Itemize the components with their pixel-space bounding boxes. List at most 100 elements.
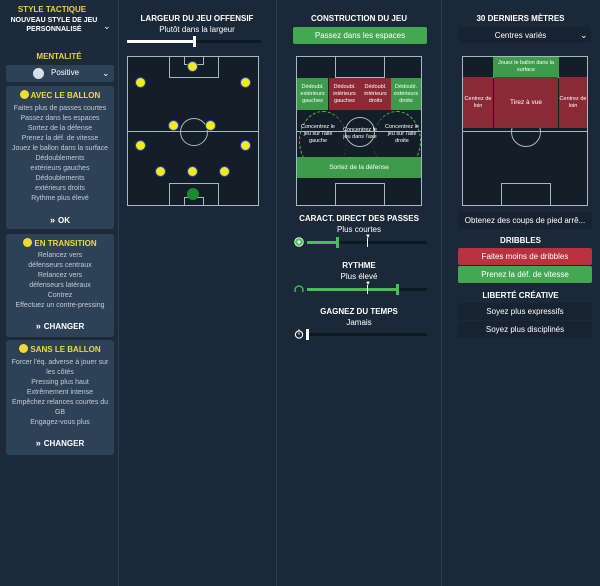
chevron-down-icon[interactable]: ⌄	[580, 30, 588, 40]
slider-handle[interactable]	[336, 237, 339, 248]
zone-label: Concentrez le jeu dans l'axe	[343, 127, 377, 140]
list-item: Rythme plus élevé	[31, 195, 89, 202]
penalty-area	[169, 57, 219, 78]
slider-handle[interactable]	[193, 36, 196, 47]
penalty-area	[335, 183, 385, 205]
zone-focus-left[interactable]: Concentrez le jeu sur l'aile gauche	[299, 117, 337, 151]
slider-handle[interactable]	[306, 329, 309, 340]
zone-play-out-of-defence[interactable]: Sortez de la défense	[297, 157, 421, 178]
dribbling-title: DRIBBLES	[500, 236, 541, 245]
build-up-title: CONSTRUCTION DU JEU	[310, 14, 407, 23]
tactic-style-title: STYLE TACTIQUE	[17, 5, 87, 14]
tempo-title: RYTHME	[342, 261, 376, 270]
time-wasting-title: GAGNEZ DU TEMPS	[320, 307, 398, 316]
out-of-possession-panel: SANS LE BALLON Forcer l'éq. adverse à jo…	[6, 340, 114, 455]
more-expressive-label: Soyez plus expressifs	[486, 307, 564, 316]
zone-overlap-right-inside[interactable]: Dédoubl. intérieurs droits	[360, 78, 391, 110]
shield-icon	[19, 344, 29, 353]
in-possession-ok-button[interactable]: »OK	[6, 215, 114, 225]
slider-handle[interactable]	[396, 284, 399, 295]
list-item: Contrez	[47, 292, 73, 299]
final-third-title: 30 DERNIERS MÈTRES	[476, 14, 565, 23]
player-marker	[155, 166, 166, 177]
player-marker	[187, 61, 198, 72]
in-transition-panel: EN TRANSITION Relancez vers défenseurs c…	[6, 234, 114, 337]
dribble-less-button[interactable]: Faites moins de dribbles	[458, 248, 592, 265]
divider	[441, 0, 442, 586]
divider	[118, 0, 119, 586]
tactics-sidebar: STYLE TACTIQUE NOUVEAU STYLE DE JEU PERS…	[0, 0, 118, 586]
more-disciplined-button[interactable]: Soyez plus disciplinés	[458, 321, 592, 338]
divider	[276, 0, 277, 586]
in-transition-list: Relancez vers défenseurs centraux Relanc…	[6, 251, 114, 311]
attacking-width-title: LARGEUR DU JEU OFFENSIF	[140, 14, 254, 23]
ball-icon	[19, 90, 29, 99]
penalty-area	[335, 57, 385, 78]
mentality-dropdown[interactable]: Positive ⌄	[6, 65, 114, 82]
attacking-width-slider[interactable]	[127, 36, 261, 47]
cube-icon	[33, 68, 44, 79]
in-possession-panel: AVEC LE BALLON Faites plus de passes cou…	[6, 86, 114, 229]
ball-icon	[294, 237, 304, 247]
zone-overlap-left-inside[interactable]: Dédoubl. intérieurs gauches	[329, 78, 360, 110]
crossing-value: Centres variés	[494, 31, 547, 40]
run-at-defence-button[interactable]: Prenez la déf. de vitesse	[458, 266, 592, 283]
tempo-value: Plus élevé	[340, 272, 378, 281]
build-up-pitch: Dédoubl. extérieurs gauches Dédoubl. int…	[296, 56, 422, 206]
zone-focus-centre[interactable]: Concentrez le jeu dans l'axe	[341, 117, 379, 151]
zone-label: Concentrez le jeu sur l'aile droite	[385, 123, 419, 144]
list-item: Dédoublements extérieurs droits	[35, 175, 85, 192]
double-chevron-icon: »	[49, 215, 55, 225]
penalty-area	[169, 183, 219, 205]
tactic-style-selector[interactable]: STYLE TACTIQUE NOUVEAU STYLE DE JEU PERS…	[0, 2, 118, 40]
creative-freedom-title: LIBERTÉ CRÉATIVE	[482, 291, 559, 300]
zone-work-into-box[interactable]: Jouez le ballon dans la surface	[493, 57, 559, 77]
speed-gauge-icon	[294, 285, 304, 293]
player-marker	[187, 166, 198, 177]
tempo-slider[interactable]: ▼	[307, 281, 427, 295]
list-item: Extrêmement intense	[26, 389, 94, 396]
build-up-selected-label: Passez dans les espaces	[314, 31, 406, 40]
zone-early-cross-right[interactable]: Centrez de loin	[559, 77, 587, 128]
goalkeeper-marker	[187, 188, 199, 200]
player-marker	[205, 120, 216, 131]
zone-overlap-right-outside[interactable]: Dédoubl. extérieurs droits	[391, 78, 421, 110]
tactic-style-name: NOUVEAU STYLE DE JEU PERSONNALISÉ	[10, 17, 98, 33]
list-item: Sortez de la défense	[27, 125, 93, 132]
list-item: Faites plus de passes courtes	[13, 105, 107, 112]
out-of-possession-change-button[interactable]: »CHANGER	[6, 438, 114, 448]
ok-label: OK	[58, 216, 70, 225]
zone-early-cross-left[interactable]: Centrez de loin	[463, 77, 493, 128]
zone-shoot-on-sight[interactable]: Tirez à vue	[494, 77, 558, 128]
chevron-down-icon[interactable]: ⌄	[103, 21, 111, 31]
zone-overlap-left-outside[interactable]: Dédoubl. extérieurs gauches	[297, 78, 328, 110]
passing-directness-slider[interactable]: ▼	[307, 234, 427, 248]
zone-label: Dédoubl. extérieurs gauches	[300, 83, 325, 104]
zone-label: Tirez à vue	[510, 99, 542, 106]
double-chevron-icon: »	[35, 321, 41, 331]
zone-focus-right[interactable]: Concentrez le jeu sur l'aile droite	[383, 117, 421, 151]
final-third-pitch: Jouez le ballon dans la surface Centrez …	[462, 56, 588, 206]
zone-label: Centrez de loin	[559, 95, 587, 109]
chevron-down-icon[interactable]: ⌄	[102, 68, 110, 78]
player-marker	[240, 140, 251, 151]
run-at-defence-label: Prenez la déf. de vitesse	[481, 270, 569, 279]
slider-tick	[367, 238, 368, 247]
list-item: Prenez la déf. de vitesse	[21, 135, 99, 142]
player-marker	[135, 140, 146, 151]
crossing-dropdown[interactable]: Centres variés ⌄	[458, 27, 591, 43]
more-expressive-button[interactable]: Soyez plus expressifs	[458, 303, 592, 320]
slider-fill	[127, 40, 194, 43]
in-transition-change-button[interactable]: »CHANGER	[6, 321, 114, 331]
list-item: Relancez vers défenseurs centraux	[28, 252, 92, 269]
player-marker	[168, 120, 179, 131]
slider-tick	[367, 285, 368, 294]
in-possession-list: Faites plus de passes courtes Passez dan…	[6, 104, 114, 204]
change-label: CHANGER	[43, 439, 85, 448]
slider-marker: ▼	[365, 234, 371, 240]
build-up-selected-button[interactable]: Passez dans les espaces	[293, 27, 427, 44]
set-pieces-button[interactable]: Obtenez des coups de pied arrê...	[458, 212, 592, 229]
time-wasting-slider[interactable]	[306, 329, 427, 340]
slider-fill	[307, 241, 337, 244]
stopwatch-icon	[294, 329, 304, 339]
